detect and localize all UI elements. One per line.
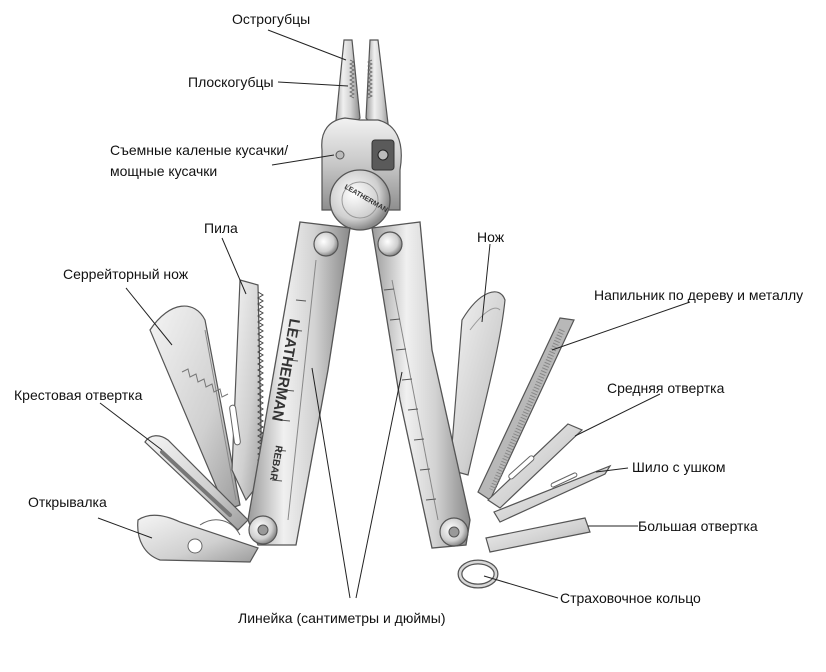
lanyard-ring (457, 559, 499, 589)
awl (493, 464, 612, 523)
label-file: Напильник по дереву и металлу (594, 287, 804, 303)
leader-needle-nose (267, 29, 347, 61)
large-screwdriver (485, 517, 591, 553)
label-cutters-line2: мощные кусачки (110, 163, 218, 179)
label-ruler: Линейка (сантиметры и дюймы) (238, 610, 446, 626)
left-handle (247, 221, 351, 546)
label-cutters-line1: Съемные каленые кусачки/ (110, 142, 289, 158)
leader-pliers (277, 81, 349, 87)
label-awl: Шило с ушком (632, 459, 726, 475)
leader-knife (481, 243, 491, 323)
leader-ruler-left (311, 367, 351, 599)
leader-phillips (99, 402, 163, 451)
leader-opener (97, 517, 153, 539)
leader-cutters (271, 154, 335, 166)
serrated-knife-blade (149, 305, 241, 511)
leader-serrated-knife (125, 287, 173, 346)
leader-ruler-right (355, 371, 403, 599)
label-bottle-opener: Открывалка (28, 494, 107, 510)
label-knife: Нож (477, 229, 505, 245)
leader-file (551, 301, 691, 351)
leader-lanyard-ring (483, 575, 559, 599)
leader-medium-screwdriver (574, 393, 661, 437)
label-serrated-knife: Серрейторный нож (63, 266, 189, 282)
label-lanyard-ring: Страховочное кольцо (560, 590, 701, 606)
label-phillips-screwdriver: Крестовая отвертка (14, 387, 143, 403)
knife-blade (449, 291, 506, 476)
bottle-opener (137, 514, 259, 563)
pivot-plate (329, 169, 391, 231)
leader-saw (221, 237, 247, 295)
label-saw: Пила (204, 220, 238, 236)
leader-awl (595, 467, 629, 473)
label-large-screwdriver: Большая отвертка (638, 518, 758, 534)
label-pliers: Плоскогубцы (188, 74, 274, 90)
label-needle-nose-pliers: Острогубцы (232, 11, 311, 27)
label-medium-screwdriver: Средняя отвертка (607, 380, 725, 396)
medium-screwdriver (487, 423, 584, 509)
right-handle (371, 221, 471, 549)
leader-lines (97, 29, 691, 599)
